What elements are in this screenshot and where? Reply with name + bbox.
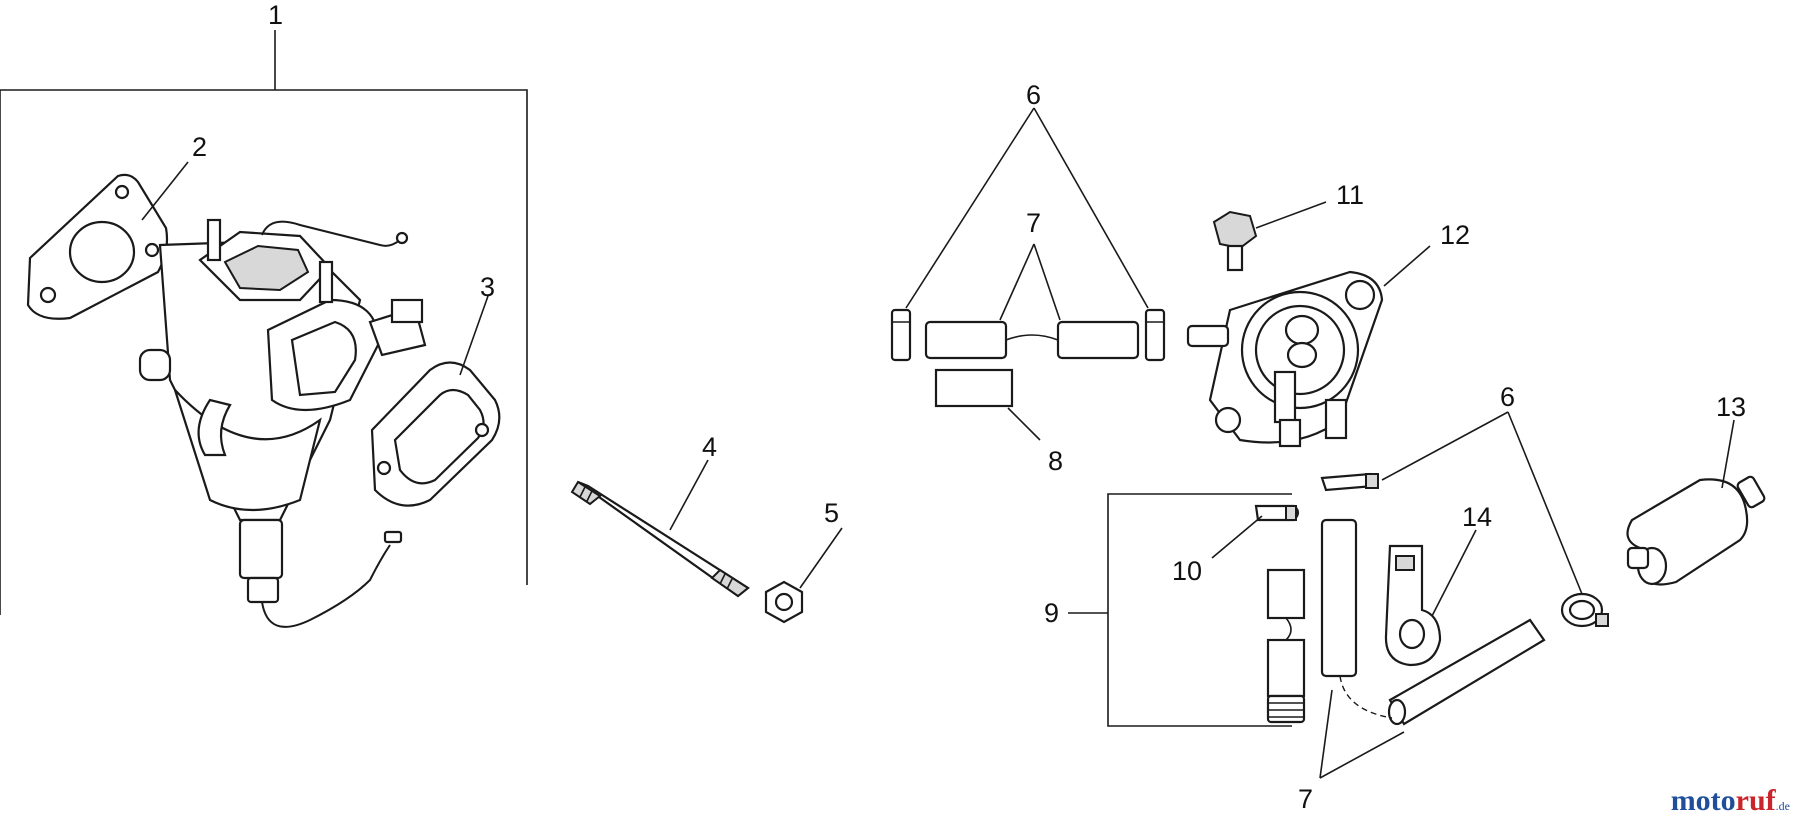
watermark-part3: .de <box>1775 799 1790 813</box>
leader-lines <box>141 107 1735 779</box>
callout-9: 9 <box>1044 598 1059 628</box>
callout-12: 12 <box>1440 220 1470 250</box>
part-clamp-6-right <box>1144 308 1166 362</box>
kit-bracket-9 <box>1068 493 1292 727</box>
part-carburetor <box>138 218 427 628</box>
part-clamp-6-bottom-right <box>1560 592 1609 628</box>
watermark-part1: moto <box>1670 784 1736 817</box>
callout-11: 11 <box>1336 180 1364 210</box>
assembly-bracket-1 <box>0 30 528 615</box>
callout-5: 5 <box>824 498 839 528</box>
part-gasket-3 <box>370 361 501 507</box>
part-screw-11 <box>1212 210 1258 272</box>
part-nut-5 <box>764 580 804 624</box>
part-hose-7-bottom <box>1320 518 1546 726</box>
part-shield-8 <box>934 368 1014 408</box>
part-clip-10 <box>1254 504 1300 522</box>
callout-6-top: 6 <box>1026 80 1041 110</box>
part-hose-7-top <box>924 320 1140 360</box>
part-p-clamp-14 <box>1384 544 1442 667</box>
callout-1: 1 <box>268 0 283 30</box>
part-stud-4 <box>570 480 750 598</box>
callout-3: 3 <box>480 272 495 302</box>
part-clamp-6-left <box>890 308 912 362</box>
part-clamp-6-bottom-top <box>1320 472 1379 492</box>
part-gasket-2 <box>26 173 169 320</box>
callout-6-bottom: 6 <box>1500 382 1515 412</box>
watermark-logo: motoruf.de <box>1671 784 1790 818</box>
callout-8: 8 <box>1048 446 1063 476</box>
part-fuel-pump-12 <box>1186 270 1384 448</box>
callout-13: 13 <box>1716 392 1746 422</box>
callout-7-top: 7 <box>1026 208 1041 238</box>
part-fuel-filter-13 <box>1626 475 1766 586</box>
callouts: 1 2 3 4 5 6 7 8 11 12 6 13 14 10 9 7 <box>192 0 1746 814</box>
callout-7-bottom: 7 <box>1298 784 1313 814</box>
callout-10: 10 <box>1172 556 1202 586</box>
callout-14: 14 <box>1462 502 1492 532</box>
callout-4: 4 <box>702 432 717 462</box>
callout-2: 2 <box>192 132 207 162</box>
part-kit-hose-pieces <box>1266 568 1306 724</box>
watermark-part2: ruf <box>1735 784 1776 817</box>
